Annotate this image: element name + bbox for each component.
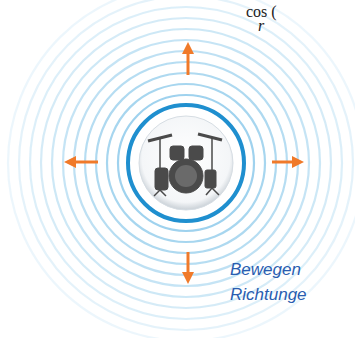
caption-text: Bewegen Richtunge xyxy=(230,258,352,307)
wave-ring xyxy=(8,0,355,338)
formula-fragment: cos ( xyxy=(246,0,306,23)
wave-ring xyxy=(85,62,287,264)
wave-ring xyxy=(19,0,353,330)
wave-ring xyxy=(118,95,254,231)
wave-ring xyxy=(52,29,320,297)
wave-ring xyxy=(96,73,276,253)
wave-ring xyxy=(107,84,265,242)
wave-ring xyxy=(63,40,309,286)
source-disk xyxy=(139,116,233,210)
wave-ring xyxy=(74,51,298,275)
drum-kit-icon xyxy=(148,134,222,196)
direction-arrows xyxy=(70,48,298,278)
wavefront-rings xyxy=(8,0,355,338)
inner-ring xyxy=(128,105,244,221)
formula-variable: r xyxy=(258,14,278,37)
